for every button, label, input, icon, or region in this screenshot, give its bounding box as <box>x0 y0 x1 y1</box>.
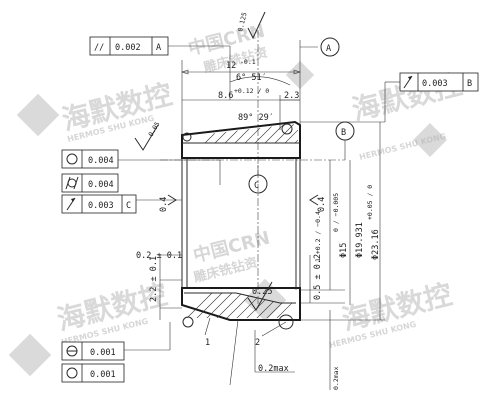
roughness-bottom-icon <box>247 281 273 311</box>
dim-height-2-2: 2.2 ± 0.1 <box>149 256 159 302</box>
dim-bottom-right-max: 0.2max <box>332 366 340 390</box>
dim-max-0-2: 0.2max <box>258 364 289 374</box>
roundness-icon <box>66 367 78 379</box>
dim-bottom-roughness: 0.25 <box>252 287 272 297</box>
roughness-top-icon <box>247 11 266 40</box>
roundness-icon <box>66 153 78 165</box>
fcf-datum: C <box>126 201 131 211</box>
dim-phi-15: Φ15 <box>339 243 349 258</box>
fcf-tolerance: 0.002 <box>115 43 141 53</box>
fcf-tolerance: 0.001 <box>90 370 116 380</box>
fcf-left-stack: 0.004 0.004 0.003 C <box>61 149 137 214</box>
dim-length-12: 12 <box>226 61 236 71</box>
dim-length-8-6: 8.6 <box>218 91 233 101</box>
dim-length-2-3: 2.3 <box>284 91 299 101</box>
fillet-corner <box>281 123 293 135</box>
dim-phi-23-16: Φ23.16 <box>371 229 381 260</box>
roughness-wall-icon <box>167 194 319 206</box>
part-section-bottom <box>181 287 301 330</box>
datum-c: C <box>248 174 268 194</box>
cylindricity-icon <box>65 176 79 190</box>
dim-angle-89-29: 89° 29′ <box>238 113 274 123</box>
dim-angle-6-51: 6° 51′ <box>236 73 267 83</box>
fillet-corner <box>182 316 194 328</box>
datum-c-label: C <box>254 181 259 191</box>
datum-a: A <box>320 37 340 57</box>
dim-length-8-6-tol: +0.12 / 0 <box>234 87 269 95</box>
dim-tol-1-0-2: 1 +0.2 / −0.4 <box>314 211 322 262</box>
fcf-datum: A <box>156 43 161 53</box>
watermark-logo-icon <box>8 333 52 377</box>
dim-wall-left: 0.4 <box>159 197 169 212</box>
fcf-tolerance: 0.001 <box>90 348 116 358</box>
runout-icon <box>66 197 76 211</box>
dim-height-0-5: 0.5 ± 0.2 <box>313 254 323 300</box>
dim-phi-23-16-tol: +0.05 / 0 <box>366 185 374 220</box>
dim-wall-right: 0.4 <box>317 197 327 212</box>
dim-phi-19-931: Φ19.931 <box>355 222 365 258</box>
fcf-bottom-stack: 0.001 0.001 <box>61 341 125 383</box>
fillet-corner <box>182 132 192 142</box>
fcf-tolerance: 0.004 <box>88 180 114 190</box>
roughness-left-icon <box>134 124 159 151</box>
leader-1: 1 <box>205 338 210 348</box>
fillet-corner <box>278 314 294 330</box>
datum-b-label: B <box>341 128 346 138</box>
dimension-texts: 0.125 12 -0.1 6° 51′ 8.6 +0.12 / 0 2.3 8… <box>136 11 381 390</box>
part-section-top <box>181 120 301 159</box>
datum-a-label: A <box>326 44 331 54</box>
leader-2: 2 <box>255 338 260 348</box>
fcf-datum: B <box>467 79 472 89</box>
datum-b: B <box>335 121 355 141</box>
watermark-logo-icon <box>16 93 60 137</box>
fcf-tolerance: 0.004 <box>88 156 114 166</box>
profile-icon <box>66 345 78 357</box>
fcf-tolerance: 0.003 <box>88 201 114 211</box>
fcf-runout-right: 0.003 B <box>399 72 479 92</box>
dim-length-12-tol: -0.1 <box>240 58 256 66</box>
fcf-parallelism-top: // 0.002 A <box>89 36 169 56</box>
fcf-tolerance: 0.003 <box>422 79 448 89</box>
runout-icon <box>403 75 413 89</box>
dim-phi-15-tol: 0 / −0.005 <box>332 193 340 232</box>
parallelism-icon: // <box>94 43 104 53</box>
dim-gap-0-2: 0.2 ± 0.1 <box>136 251 182 261</box>
